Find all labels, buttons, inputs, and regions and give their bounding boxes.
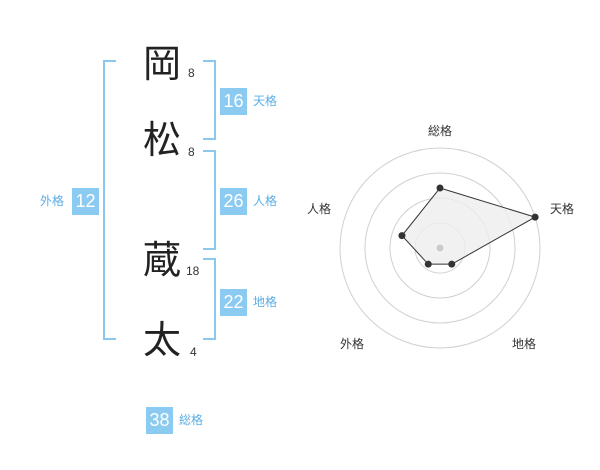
tenkaku-value: 16 xyxy=(220,88,247,115)
chikaku-label: 地格 xyxy=(253,295,278,309)
radar-point-0 xyxy=(436,184,444,192)
radar-label-chikaku: 地格 xyxy=(512,337,537,351)
name-char-3: 蔵 xyxy=(142,238,181,282)
radar-grid-ring xyxy=(339,147,541,349)
name-char-2: 松 xyxy=(142,118,181,162)
radar-point-4 xyxy=(398,232,406,240)
soukaku-label: 総格 xyxy=(179,413,204,427)
stroke-count-1: 8 xyxy=(188,66,195,80)
chikaku-bracket xyxy=(203,258,216,340)
radar-label-gaikaku: 外格 xyxy=(340,337,365,351)
radar-value-polygon xyxy=(401,187,537,265)
gaikaku-value: 12 xyxy=(72,188,99,215)
name-char-1: 岡 xyxy=(142,42,181,86)
gaikaku-label: 外格 xyxy=(40,194,65,208)
stroke-count-3: 18 xyxy=(186,264,200,278)
radar-point-1 xyxy=(531,213,539,221)
stroke-count-4: 4 xyxy=(190,345,197,359)
tenkaku-label: 天格 xyxy=(253,94,278,108)
radar-point-2 xyxy=(448,260,456,268)
soukaku-value: 38 xyxy=(146,407,173,434)
jinkaku-label: 人格 xyxy=(253,194,278,208)
radar-center-dot xyxy=(436,244,444,252)
tenkaku-bracket xyxy=(203,60,216,140)
radar-label-soukaku: 総格 xyxy=(428,124,453,138)
chikaku-value: 22 xyxy=(220,289,247,316)
name-char-4: 太 xyxy=(142,318,181,362)
radar-label-jinkaku: 人格 xyxy=(307,202,332,216)
jinkaku-bracket xyxy=(203,150,216,250)
jinkaku-value: 26 xyxy=(220,188,247,215)
gaikaku-bracket xyxy=(103,60,116,340)
radar-label-tenkaku: 天格 xyxy=(550,202,575,216)
stroke-count-2: 8 xyxy=(188,145,195,159)
radar-grid-ring xyxy=(364,172,516,324)
radar-point-3 xyxy=(424,260,432,268)
